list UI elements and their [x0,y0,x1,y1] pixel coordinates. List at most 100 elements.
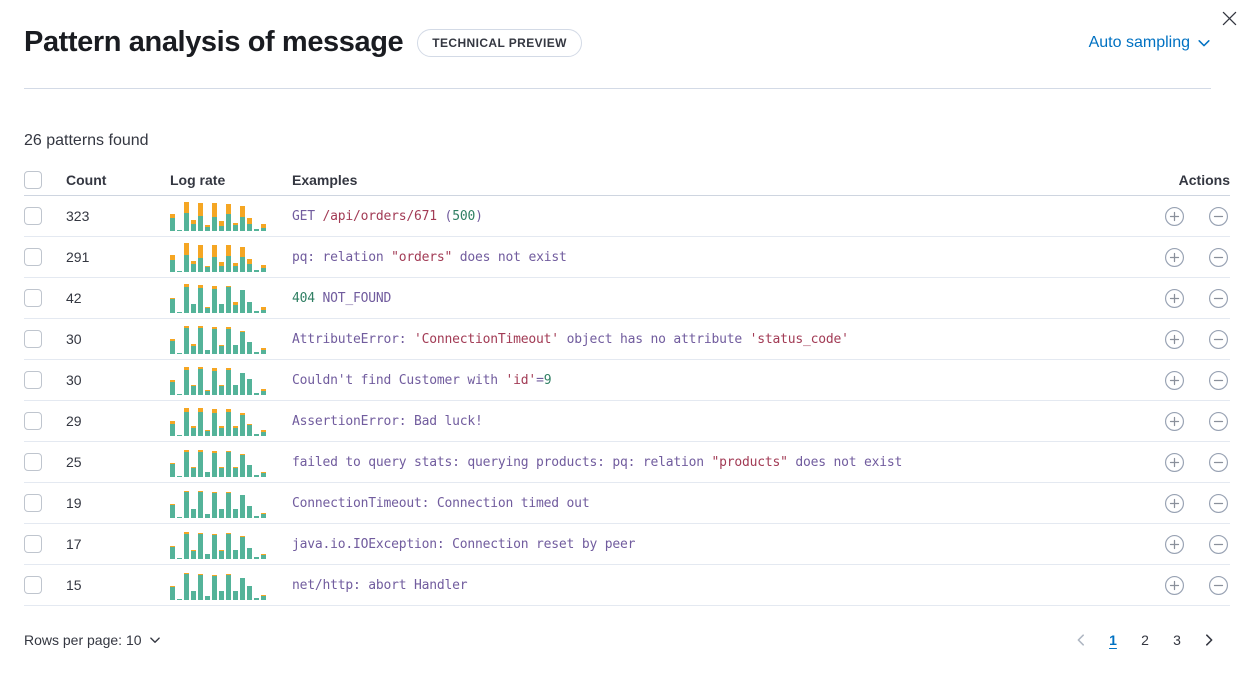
sparkline-bar [198,408,203,436]
sparkline-bar [205,307,210,313]
sparkline-bar [177,230,182,231]
sparkline-bar [191,550,196,559]
previous-page-icon[interactable] [1068,627,1094,653]
filter-in-pattern-button[interactable] [1162,491,1186,515]
sparkline-bar [198,533,203,559]
example-token: ) [475,208,483,224]
table-row: 25 failed to query stats: querying produ… [24,442,1230,483]
rows-per-page-button[interactable]: Rows per page: 10 [24,632,161,648]
filter-in-pattern-button[interactable] [1162,450,1186,474]
log-rate-sparkline [170,447,270,477]
filter-in-pattern-button[interactable] [1162,532,1186,556]
sparkline-bar [170,463,175,477]
sparkline-bar [247,342,252,354]
row-checkbox[interactable] [24,248,42,266]
table-row: 30 Couldn't find Customer with 'id'=9 [24,360,1230,401]
filter-in-pattern-button[interactable] [1162,409,1186,433]
filter-out-pattern-button[interactable] [1206,286,1230,310]
chevron-down-icon [149,637,160,643]
flyout-header: Pattern analysis of message TECHNICAL PR… [0,0,1247,89]
table-row: 19 ConnectionTimeout: Connection timed o… [24,483,1230,524]
filter-out-pattern-button[interactable] [1206,327,1230,351]
row-checkbox[interactable] [24,289,42,307]
sparkline-bar [184,326,189,354]
log-rate-sparkline [170,283,270,313]
example-token: AssertionError: Bad luck! [292,413,483,429]
sparkline-bar [170,504,175,518]
sparkline-bar [233,550,238,559]
page-button-1[interactable]: 1 [1100,627,1126,653]
page-button-3[interactable]: 3 [1164,627,1190,653]
example-token: 404 [292,290,315,306]
row-checkbox[interactable] [24,453,42,471]
count-cell: 30 [66,331,82,347]
row-checkbox[interactable] [24,576,42,594]
sparkline-bar [205,350,210,354]
next-page-icon[interactable] [1196,627,1222,653]
row-checkbox[interactable] [24,330,42,348]
example-text: GET /api/orders/671 (500) [292,209,1138,224]
table-row: 17 java.io.IOException: Connection reset… [24,524,1230,565]
sparkline-bar [177,435,182,436]
close-icon[interactable] [1217,6,1241,30]
count-cell: 19 [66,495,82,511]
sparkline-bar [212,575,217,600]
filter-in-pattern-button[interactable] [1162,368,1186,392]
sparkline-bar [254,270,259,272]
sparkline-bar [261,472,266,477]
filter-out-pattern-button[interactable] [1206,368,1230,392]
filter-in-pattern-button[interactable] [1162,204,1186,228]
example-text: AssertionError: Bad luck! [292,414,1138,429]
column-header-count: Count [66,172,107,188]
filter-in-pattern-button[interactable] [1162,245,1186,269]
sparkline-bar [205,514,210,518]
sparkline-bar [205,596,210,600]
log-rate-sparkline [170,406,270,436]
sparkline-bar [233,223,238,231]
select-all-checkbox[interactable] [24,171,42,189]
filter-out-pattern-button[interactable] [1206,409,1230,433]
sparkline-bar [198,367,203,395]
filter-in-pattern-button[interactable] [1162,573,1186,597]
row-checkbox[interactable] [24,494,42,512]
column-header-log-rate: Log rate [170,172,226,188]
sparkline-bar [212,492,217,518]
chevron-down-icon [1198,39,1210,46]
sparkline-bar [205,430,210,436]
example-token: failed to query stats: querying products… [292,454,712,470]
sparkline-bar [205,554,210,559]
sparkline-bar [240,495,245,518]
table-row: 323 GET /api/orders/671 (500) [24,196,1230,237]
sparkline-bar [247,465,252,477]
filter-out-pattern-button[interactable] [1206,450,1230,474]
filter-out-pattern-button[interactable] [1206,573,1230,597]
filter-out-pattern-button[interactable] [1206,204,1230,228]
sampling-dropdown[interactable]: Auto sampling [1089,34,1211,52]
sparkline-bar [247,424,252,436]
filter-out-pattern-button[interactable] [1206,491,1230,515]
sparkline-bar [233,509,238,518]
filter-out-pattern-button[interactable] [1206,532,1230,556]
example-text: net/http: abort Handler [292,578,1138,593]
sparkline-bar [170,214,175,231]
sparkline-bar [191,509,196,518]
sparkline-bar [191,304,196,313]
row-checkbox[interactable] [24,412,42,430]
sparkline-bar [240,373,245,395]
filter-out-pattern-button[interactable] [1206,245,1230,269]
sparkline-bar [261,224,266,231]
page-button-2[interactable]: 2 [1132,627,1158,653]
example-text: 404 NOT_FOUND [292,291,1138,306]
filter-in-pattern-button[interactable] [1162,327,1186,351]
row-checkbox[interactable] [24,535,42,553]
sparkline-bar [226,204,231,231]
row-checkbox[interactable] [24,371,42,389]
filter-in-pattern-button[interactable] [1162,286,1186,310]
sparkline-bar [191,385,196,395]
sparkline-bar [198,245,203,272]
log-rate-sparkline [170,201,270,231]
sparkline-bar [247,379,252,395]
example-text: ConnectionTimeout: Connection timed out [292,496,1138,511]
table-row: 291 pq: relation "orders" does not exist [24,237,1230,278]
row-checkbox[interactable] [24,207,42,225]
